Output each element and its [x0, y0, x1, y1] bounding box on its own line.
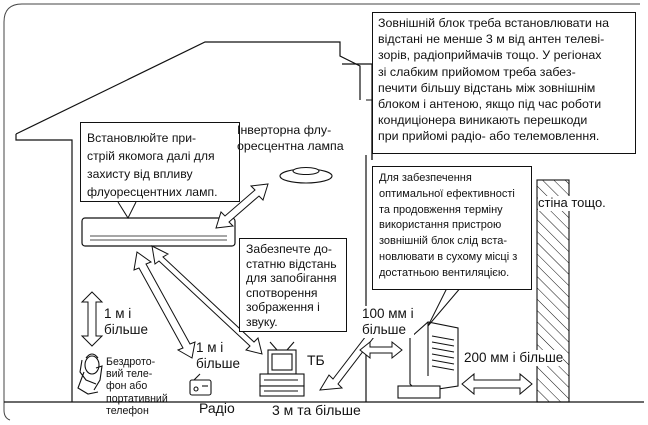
- fluorescent-lamp-icon: [280, 168, 332, 184]
- note-indoor-unit-placement: Встановлюйте при- стрій якомога далі для…: [80, 122, 240, 202]
- label-3m: 3 м та більше: [272, 402, 361, 418]
- label-wall: стіна тощо.: [538, 196, 644, 211]
- radio-icon: [190, 374, 211, 395]
- wall-icon: [537, 180, 569, 402]
- arrow-100mm: [360, 342, 402, 358]
- label-1m-vertical: 1 м і більше: [104, 306, 148, 338]
- arrow-1m-vertical: [82, 292, 102, 346]
- label-radio: Радіо: [199, 400, 235, 416]
- indoor-unit-icon: [82, 218, 235, 246]
- note-dry-ventilated-place: Для забезпечення оптимальної ефективност…: [372, 166, 532, 290]
- note-sufficient-distance: Забезпечте до- статню відстань для запоб…: [239, 238, 347, 332]
- tv-icon: [260, 342, 304, 396]
- label-100mm: 100 мм і більше: [362, 306, 414, 338]
- label-tv: ТБ: [307, 352, 325, 368]
- label-200mm: 200 мм і більше: [464, 350, 563, 366]
- label-fluorescent-lamp: Інверторна флу- оресцентна лампа: [237, 122, 344, 154]
- telephone-icon: [78, 354, 102, 394]
- label-telephone: Бездрото- вий теле- фон або портативний …: [106, 356, 168, 417]
- label-1m-radio: 1 м і більше: [196, 340, 240, 372]
- arrow-unit-radio: [134, 252, 195, 358]
- arrow-200mm: [462, 374, 532, 394]
- note-outdoor-unit-antenna: Зовнішній блок треба встановлювати на ві…: [372, 12, 636, 154]
